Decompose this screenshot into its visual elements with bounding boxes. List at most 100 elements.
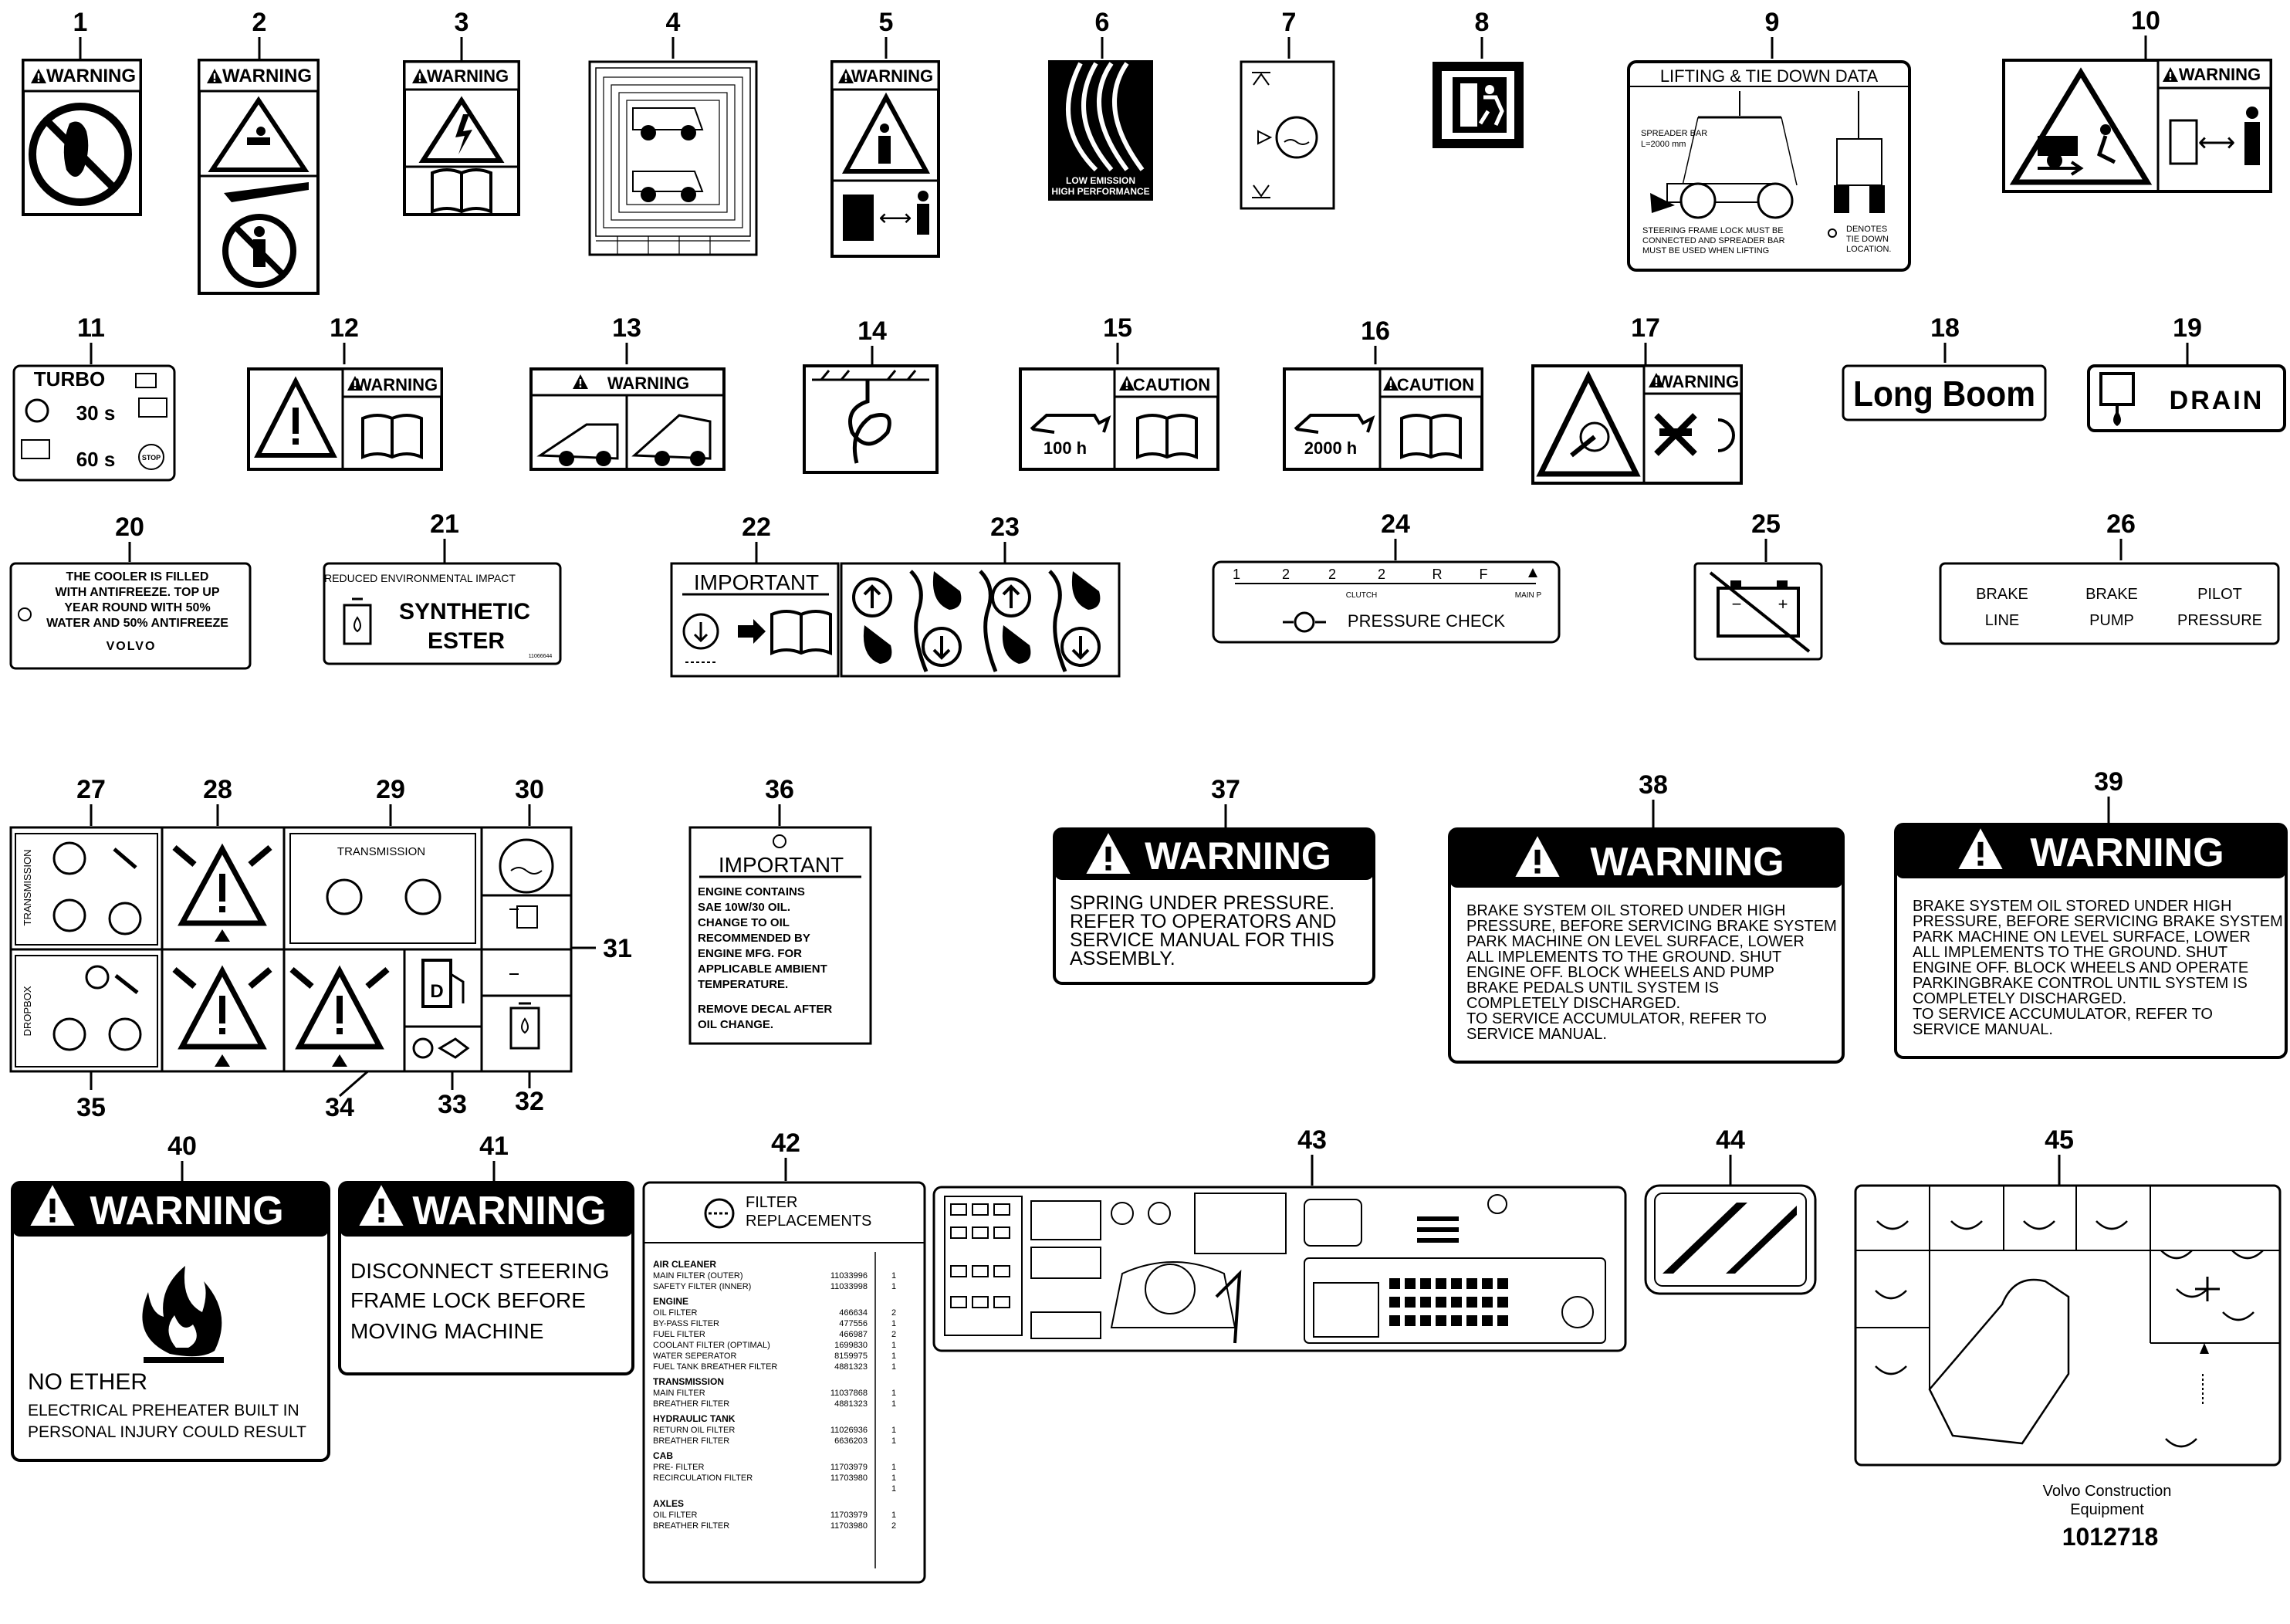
w38-text-8: TO SERVICE ACCUMULATOR, REFER TO: [1466, 1010, 1767, 1027]
callout-36: 36: [765, 775, 794, 804]
caution-header: CAUTION: [1133, 375, 1210, 394]
w39-text-6: PARKINGBRAKE CONTROL UNTIL SYSTEM IS: [1913, 975, 2248, 992]
brake-pump-text-1: BRAKE: [2085, 586, 2138, 603]
w39-text-9: SERVICE MANUAL.: [1913, 1021, 2053, 1038]
loader-right-icon: [631, 414, 712, 460]
fuel-pump-icon: [421, 959, 452, 1008]
remove-text-2: OIL CHANGE.: [698, 1018, 773, 1031]
hose-icon: [848, 380, 891, 464]
ester-part-number: 11066644: [529, 654, 553, 659]
transmission-text: TRANSMISSION: [337, 845, 425, 858]
filter-section-title: ENGINE: [653, 1296, 688, 1307]
svg-text:⟷: ⟷: [878, 205, 912, 231]
callout-26: 26: [2106, 509, 2136, 539]
steering-text-2: FRAME LOCK BEFORE: [350, 1288, 586, 1312]
w38-text-3: PARK MACHINE ON LEVEL SURFACE, LOWER: [1466, 933, 1805, 950]
callout-31: 31: [603, 934, 632, 963]
callout-2: 2: [252, 8, 267, 37]
steering-text-3: MOVING MACHINE: [350, 1319, 543, 1343]
denotes-text-1: DENOTES: [1846, 225, 1887, 234]
w39-text-1: BRAKE SYSTEM OIL STORED UNDER HIGH: [1913, 898, 2231, 915]
callout-6: 6: [1095, 8, 1110, 37]
filter-part-number: 11026936: [830, 1426, 868, 1435]
callout-15: 15: [1103, 313, 1132, 343]
cooler-text-1: THE COOLER IS FILLED: [66, 570, 209, 584]
filter-quantity: 1: [891, 1352, 896, 1361]
company-name-2: Equipment: [2070, 1501, 2144, 1518]
arrow-icon: [738, 619, 766, 644]
drain-tank-icon: [2099, 372, 2135, 406]
grease-gun-icon: [1294, 414, 1375, 434]
filter-quantity: 2: [891, 1308, 896, 1318]
warning-header: WARNING: [607, 374, 689, 393]
decal-1-warning-no-step: WARNING: [22, 59, 142, 216]
person-icon: [918, 191, 929, 201]
filter-quantity: 1: [891, 1362, 896, 1372]
callout-42: 42: [771, 1128, 800, 1158]
filter-part-number: 466987: [839, 1330, 868, 1339]
w38-text-1: BRAKE SYSTEM OIL STORED UNDER HIGH: [1466, 902, 1785, 919]
steering-text-1: DISCONNECT STEERING: [350, 1259, 610, 1283]
callout-18: 18: [1930, 313, 1960, 343]
svg-text:+: +: [1778, 594, 1788, 614]
callout-45: 45: [2045, 1125, 2074, 1155]
decal-25-battery-disconnect: −+: [1693, 562, 1823, 661]
decal-14-hose-hazard: [803, 364, 939, 474]
filter-name: FUEL FILTER: [653, 1330, 705, 1339]
filter-name: RECIRCULATION FILTER: [653, 1473, 753, 1483]
callout-1: 1: [73, 8, 88, 37]
filter-quantity: 1: [891, 1511, 896, 1520]
cooler-text-4: WATER AND 50% ANTIFREEZE: [46, 617, 228, 630]
filter-name: BREATHER FILTER: [653, 1436, 729, 1446]
filter-section-title: CAB: [653, 1450, 673, 1461]
w38-text-9: SERVICE MANUAL.: [1466, 1026, 1607, 1043]
warning-header: WARNING: [222, 66, 312, 86]
gear-icon: [326, 878, 363, 915]
spring-text-3: SERVICE MANUAL FOR THIS: [1070, 929, 1334, 951]
filter-quantity: 1: [891, 1399, 896, 1409]
filter-name: BY-PASS FILTER: [653, 1319, 719, 1328]
warning-header: WARNING: [1590, 840, 1784, 885]
oil-text-2: SAE 10W/30 OIL.: [698, 901, 790, 914]
callout-25: 25: [1751, 509, 1781, 539]
callout-40: 40: [167, 1132, 197, 1161]
decal-7-oil-level: [1240, 60, 1335, 210]
callout-35: 35: [76, 1093, 106, 1122]
decal-39-warning-parking-brake: WARNING BRAKE SYSTEM OIL STORED UNDER HI…: [1894, 823, 2288, 1059]
callout-37: 37: [1211, 775, 1240, 804]
filter-name: SAFETY FILTER (INNER): [653, 1282, 751, 1291]
callout-9: 9: [1765, 8, 1780, 37]
filter-part-number: 4881323: [834, 1399, 868, 1409]
filter-section-title: TRANSMISSION: [653, 1376, 724, 1387]
w38-text-5: ENGINE OFF. BLOCK WHEELS AND PUMP: [1466, 964, 1774, 981]
decal-10-warning-rollover: WARNING ⟷: [2002, 59, 2272, 193]
filter-name: OIL FILTER: [653, 1511, 698, 1520]
coolant-icon: [412, 1037, 434, 1059]
warning-header: WARNING: [851, 66, 933, 86]
warning-header: WARNING: [2179, 65, 2261, 84]
callout-3: 3: [455, 8, 469, 37]
filter-quantity: 1: [891, 1426, 896, 1435]
w38-text-2: PRESSURE, BEFORE SERVICING BRAKE SYSTEM: [1466, 918, 1837, 935]
filter-title-1: FILTER: [746, 1194, 797, 1211]
w39-text-2: PRESSURE, BEFORE SERVICING BRAKE SYSTEM: [1913, 913, 2283, 930]
main-p-text: MAIN P: [1515, 591, 1542, 600]
decal-28-warning-symbol: [172, 843, 272, 1067]
filter-name: COOLANT FILTER (OPTIMAL): [653, 1341, 770, 1350]
drain-text: DRAIN: [2170, 386, 2265, 415]
oil-text-6: APPLICABLE AMBIENT: [698, 963, 827, 976]
decal-13-warning-loader: WARNING: [529, 367, 726, 471]
ester-text: ESTER: [428, 628, 505, 654]
caution-header: CAUTION: [1397, 375, 1474, 394]
oil-text-1: ENGINE CONTAINS: [698, 885, 805, 898]
decal-8-emergency-exit: [1433, 62, 1524, 148]
joystick-icon: [1928, 1278, 2070, 1445]
filter-quantity: 1: [891, 1282, 896, 1291]
low-emission-text: LOW EMISSION: [1066, 175, 1135, 186]
warning-header: WARNING: [427, 66, 509, 86]
callout-5: 5: [879, 8, 894, 37]
callout-34: 34: [325, 1093, 354, 1122]
decal-2-warning-crush: WARNING: [198, 59, 320, 295]
w38-text-6: BRAKE PEDALS UNTIL SYSTEM IS: [1466, 979, 1719, 996]
